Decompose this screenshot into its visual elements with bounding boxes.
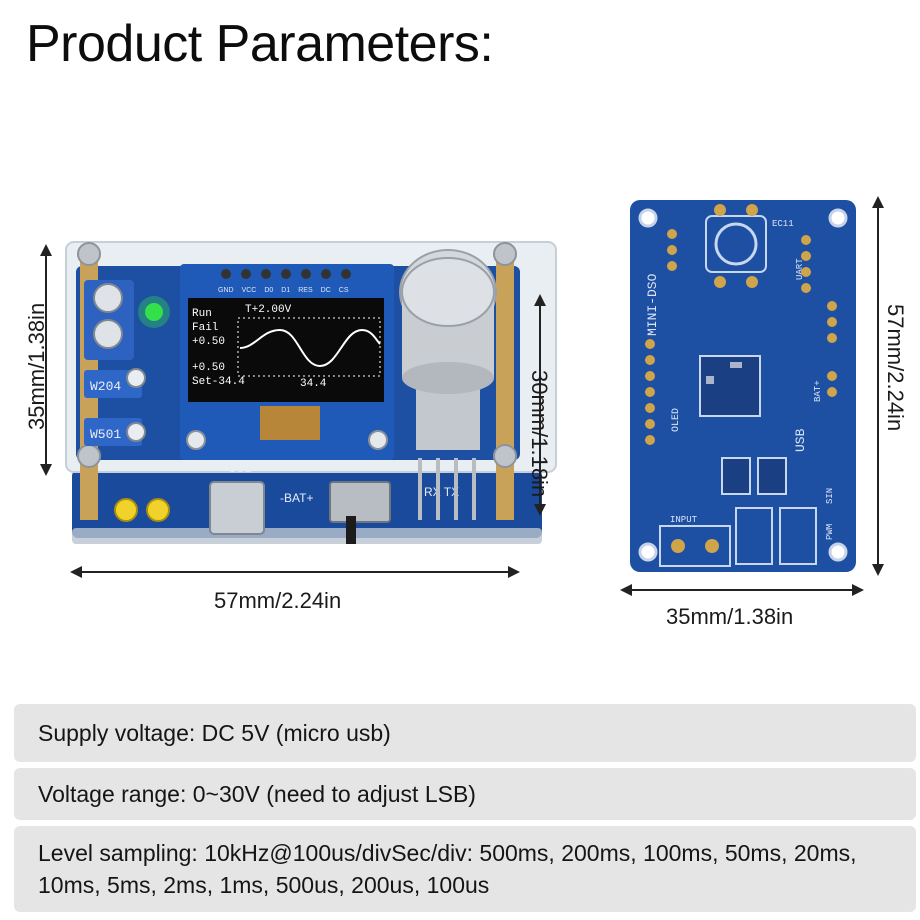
param-supply-voltage: Supply voltage: DC 5V (micro usb) [14, 704, 916, 762]
screen-waveform [239, 328, 381, 368]
base-pcb [72, 470, 542, 538]
bat-label: -BAT+ [280, 491, 313, 505]
test-point-1 [114, 498, 138, 522]
dim-assembled-height-left: 35mm/1.38in [24, 302, 49, 430]
pcb-pwm-label: PWM [825, 524, 835, 540]
dim-board-height: 57mm/2.24in [883, 304, 908, 432]
screen-bottom-value: 34.4 [300, 378, 327, 390]
screen-trigger: T+2.00V [245, 304, 292, 316]
pcb-sin-label: SIN [825, 488, 835, 504]
screen-fail: Fail [192, 322, 218, 334]
oled-screen [188, 298, 384, 402]
oled-header-pins [221, 269, 351, 279]
test-point-2 [146, 498, 170, 522]
power-led [145, 303, 163, 321]
page-title: Product Parameters: [26, 15, 494, 73]
param-voltage-range: Voltage range: 0~30V (need to adjust LSB… [14, 768, 916, 820]
uart-label: RX TX [424, 485, 459, 499]
pot-label-2: W501 [90, 427, 121, 442]
dim-assembled-width: 57mm/2.24in [214, 588, 342, 613]
pcb-input-label: INPUT [670, 515, 698, 525]
pcb-usb-label: USB [793, 428, 808, 452]
pcb-name-label: MINI-DSO [645, 273, 660, 336]
dimension-arrows-left [40, 244, 546, 578]
dim-board-width: 35mm/1.38in [666, 604, 794, 629]
pcb-uart-label: UART [795, 258, 805, 280]
param-level-sampling: Level sampling: 10kHz@100us/divSec/div: … [14, 826, 916, 912]
pcb-bat-label: BAT+ [813, 380, 823, 402]
parameters-list: Supply voltage: DC 5V (micro usb) Voltag… [14, 704, 916, 918]
pcb-oled-label: OLED [671, 408, 682, 432]
screen-run: Run [192, 308, 212, 320]
dimension-arrows-right [620, 196, 884, 596]
screen-offset-1: +0.50 [192, 336, 225, 348]
rotary-knob [399, 249, 497, 450]
pot-label-1: W204 [90, 379, 121, 394]
usb-port [209, 481, 265, 535]
screen-set: Set-34.4 [192, 376, 245, 388]
screen-offset-2: +0.50 [192, 362, 225, 374]
dim-assembled-height-right: 30mm/1.18in [527, 370, 552, 498]
usb-label: USB [228, 461, 253, 475]
pcb-ec11-label: EC11 [772, 219, 794, 229]
slide-switch [329, 481, 391, 523]
bare-pcb-image: EC11 MINI-DSO OLED UART BAT+ USB SIN PWM… [630, 200, 856, 572]
